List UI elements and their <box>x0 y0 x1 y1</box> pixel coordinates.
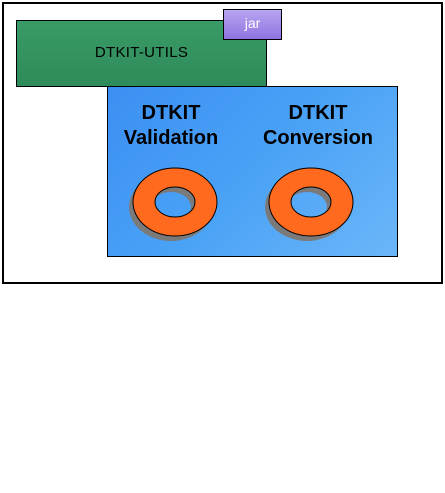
conversion-title: DTKIT Conversion <box>248 101 388 151</box>
jar-label: jar <box>244 14 261 31</box>
jar-badge: jar <box>223 9 282 40</box>
validation-title-line2: Validation <box>123 127 219 149</box>
conversion-title-line2: Conversion <box>262 127 374 149</box>
conversion-title-line1: DTKIT <box>288 102 348 124</box>
modules-box: DTKIT Validation DTKIT Conversion <box>107 86 398 257</box>
validation-ring-body <box>132 167 218 237</box>
conversion-ring-body <box>268 167 354 237</box>
dtkit-utils-label: DTKIT-UTILS <box>94 43 189 61</box>
conversion-ring-icon <box>265 167 354 242</box>
validation-title-line1: DTKIT <box>141 102 201 124</box>
validation-ring-icon <box>129 167 218 242</box>
validation-title: DTKIT Validation <box>101 101 241 151</box>
